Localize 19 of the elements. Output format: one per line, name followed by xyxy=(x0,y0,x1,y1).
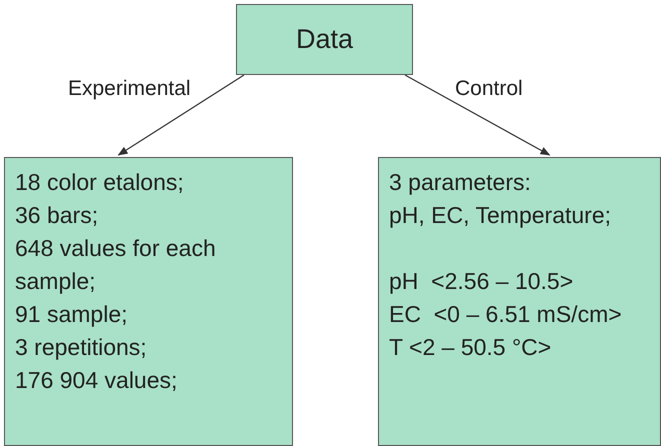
list-item: T <2 – 50.5 °C> xyxy=(389,333,552,362)
process-box xyxy=(236,4,413,75)
edge-label: Control xyxy=(455,77,523,101)
list-item: 176 904 values; xyxy=(15,366,178,395)
list-item: pH, EC, Temperature; xyxy=(389,201,612,230)
list-item: 648 values for each sample; xyxy=(15,234,217,296)
arrow xyxy=(118,74,244,156)
arrow xyxy=(404,74,550,156)
info-box xyxy=(378,157,661,446)
list-item: 18 color etalons; xyxy=(15,168,185,197)
list-item: 3 parameters: xyxy=(389,168,532,197)
info-box xyxy=(4,157,293,446)
list-item: 91 sample; xyxy=(15,300,129,329)
edge-label: Experimental xyxy=(68,77,191,101)
list-item: 3 repetitions; xyxy=(15,333,148,362)
list-item: pH <2.56 – 10.5> xyxy=(389,267,574,296)
node-title: Data xyxy=(296,23,354,56)
list-item: EC <0 – 6.51 mS/cm> xyxy=(389,300,623,329)
list-item: 36 bars; xyxy=(15,201,100,230)
